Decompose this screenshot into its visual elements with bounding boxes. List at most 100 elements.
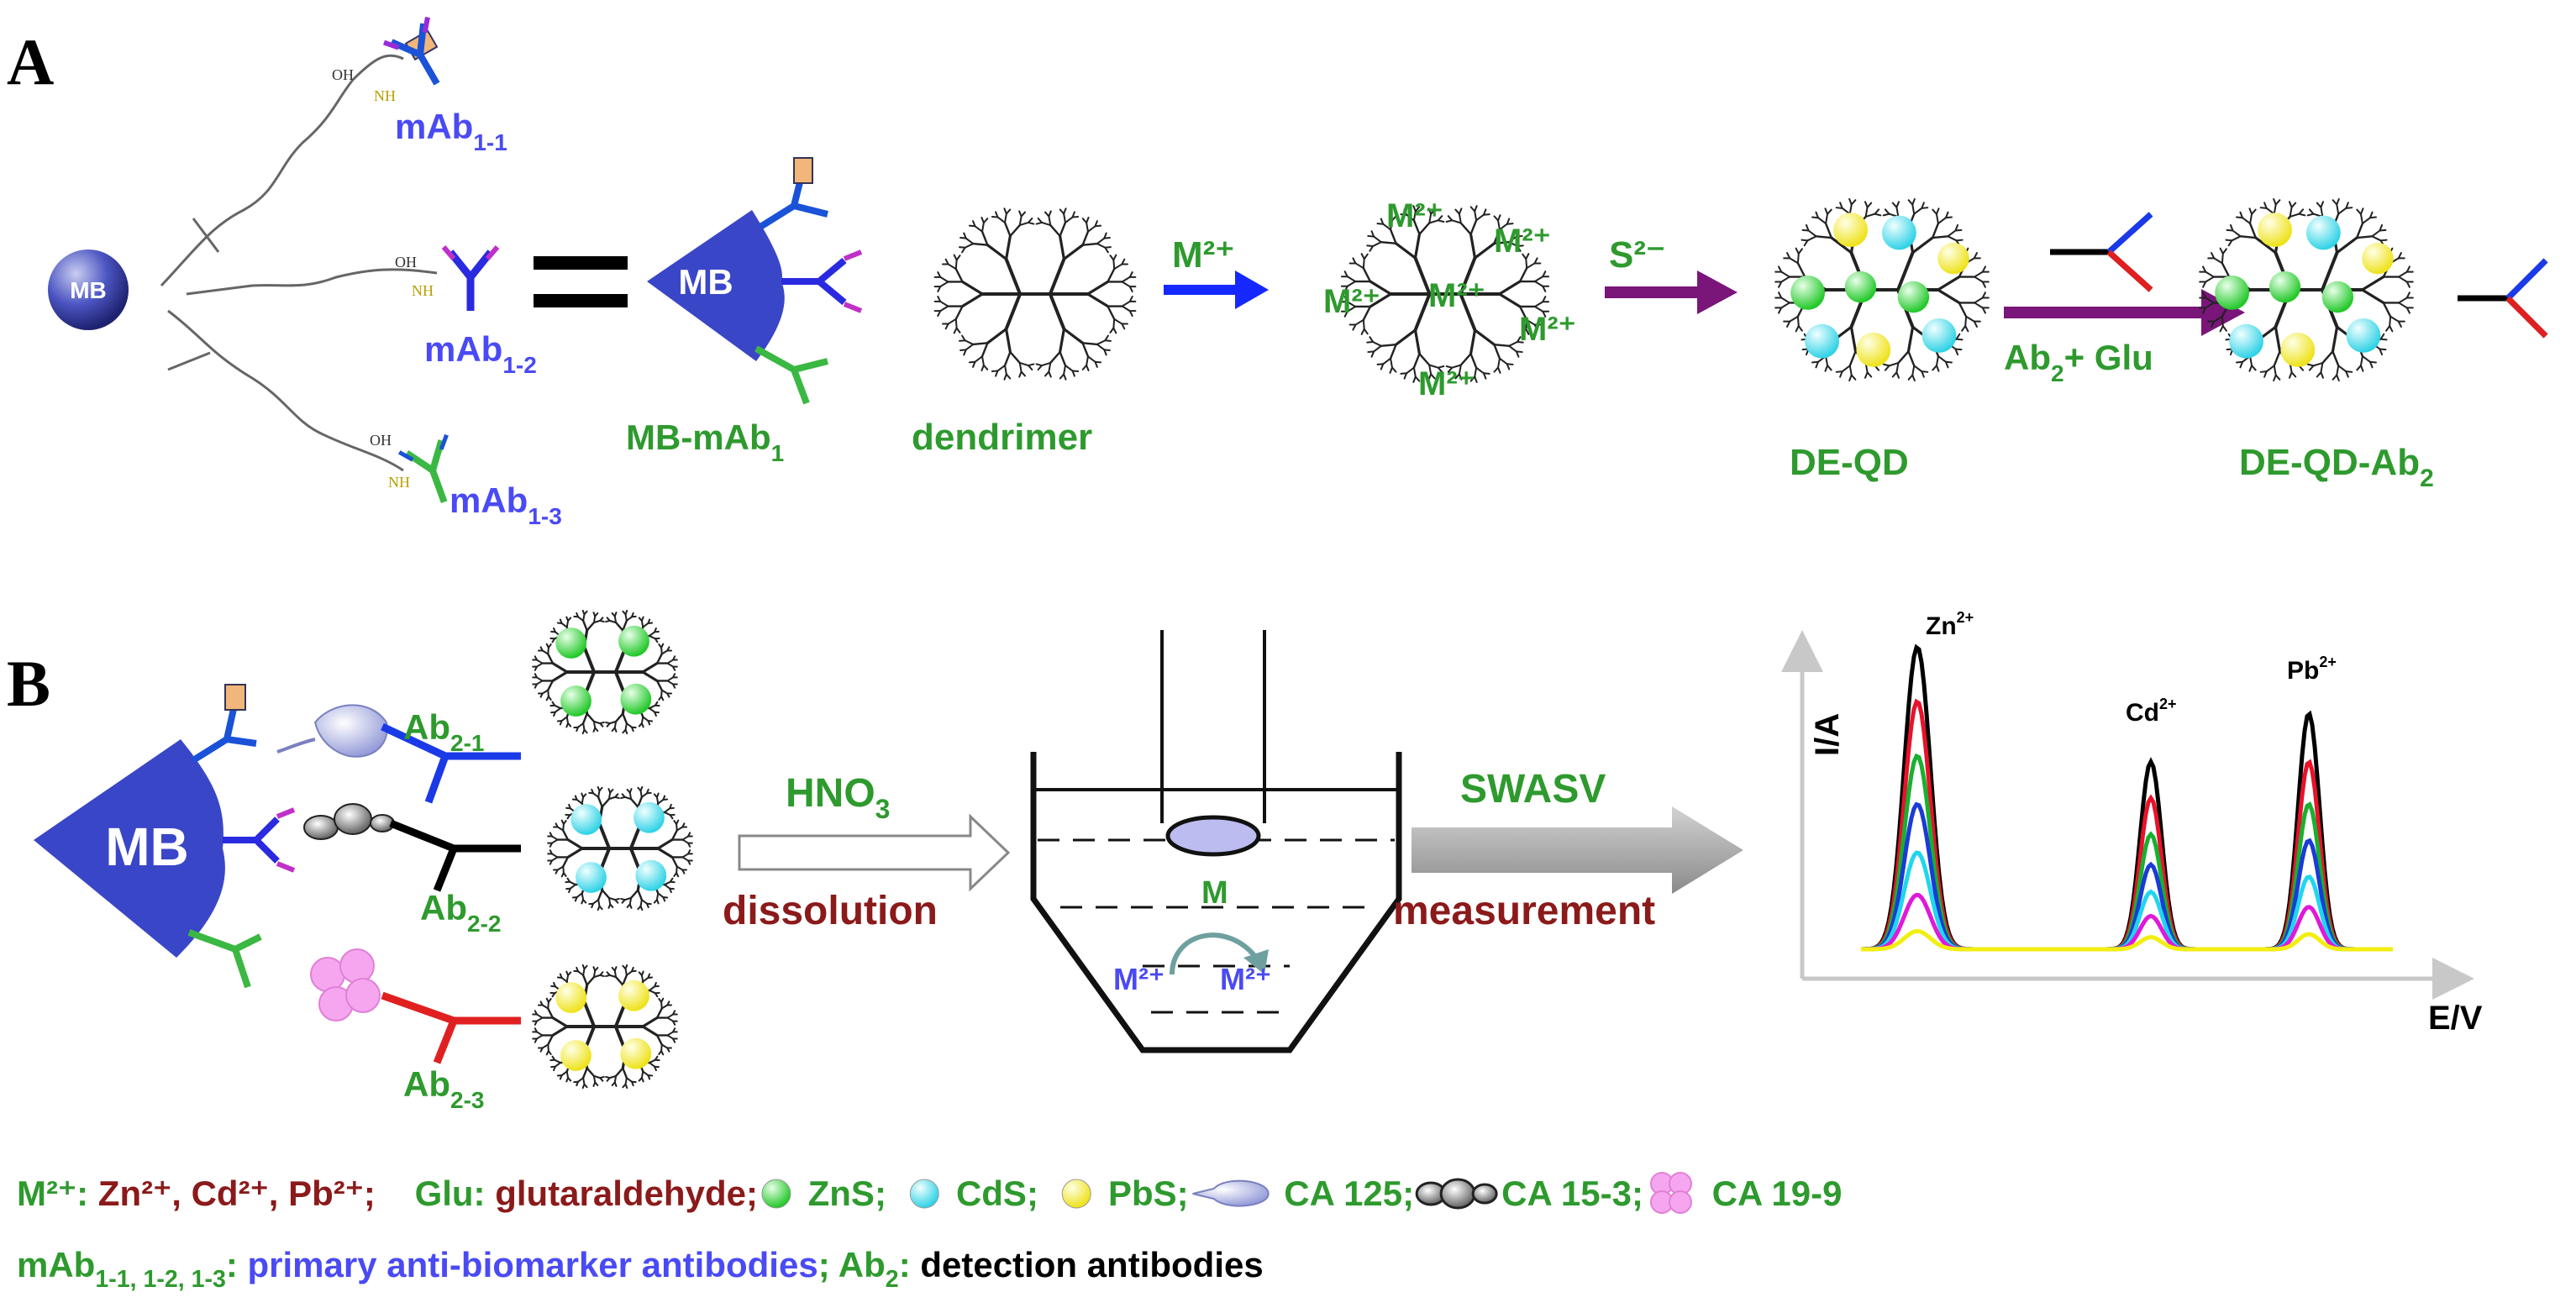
dendrimer-zns	[532, 609, 678, 735]
ca19-9-legend-icon	[1649, 1172, 1692, 1214]
mb-mab1-bead-label: MB	[678, 262, 733, 302]
legend-text-11: CA 125;	[1275, 1174, 1415, 1213]
legend-text-6: :	[899, 1245, 921, 1284]
arrow-m2plus-label: M²⁺	[1172, 234, 1235, 276]
ca125-antigen	[313, 704, 388, 758]
dendrimer-branches	[1340, 205, 1550, 383]
cds-quantum-dot	[1921, 318, 1957, 353]
legend-line-1: M²⁺: Zn²⁺, Cd²⁺, Pb²⁺; Glu: glutaraldehy…	[17, 1172, 1843, 1214]
zns-quantum-dot	[2268, 270, 2301, 303]
pbs-quantum-dot	[2280, 333, 2316, 367]
redox-arrow	[1170, 932, 1259, 975]
hno3-label: HNO3	[786, 771, 890, 824]
dendrimer-pbs	[532, 964, 678, 1090]
antibody-ab2-reagent	[2050, 212, 2153, 292]
pbs-quantum-dot	[2258, 213, 2293, 247]
magnetic-bead	[48, 249, 129, 330]
ab2-1-label: Ab2-1	[403, 707, 484, 756]
cds-quantum-dot	[2306, 215, 2341, 250]
dendrimer-qd	[1774, 197, 1990, 382]
mab-1-2-label: mAb1-2	[424, 329, 537, 378]
ab2-3-antibody	[381, 991, 521, 1064]
ion-3: M²⁺	[1323, 283, 1380, 320]
legend-text-1: 1-1, 1-2, 1-3	[95, 1266, 226, 1293]
dendrimer-label: dendrimer	[912, 417, 1092, 458]
metal-ions: M²⁺ M²⁺ M²⁺ M²⁺ M²⁺ M²⁺	[1323, 197, 1576, 402]
ion-4: M²⁺	[1428, 277, 1485, 314]
series-line-yellow	[1861, 928, 2393, 952]
zns-quantum-dot	[1790, 276, 1826, 310]
ab2-3-label: Ab2-3	[403, 1064, 484, 1113]
peak-label-zn: Zn2+	[1926, 609, 1974, 640]
pbs-quantum-dot	[1833, 213, 1869, 247]
pbs-legend-icon	[1061, 1179, 1091, 1209]
nh-label-top: NH	[374, 87, 396, 104]
dendrimer-with-ions	[1340, 205, 1550, 383]
pbs-quantum-dot	[2362, 242, 2394, 275]
arrow-s2minus	[1605, 270, 1737, 314]
legend-text-1: Zn²⁺, Cd²⁺, Pb²⁺;	[98, 1174, 376, 1213]
y-axis-label: I/A	[1809, 713, 1846, 756]
panel-label-a: A	[7, 25, 54, 98]
cds-quantum-dot	[2229, 323, 2264, 359]
cds-quantum-dot	[2346, 318, 2381, 353]
legend-text-15: CA 19-9	[1702, 1174, 1843, 1213]
ion-1: M²⁺	[1386, 197, 1443, 234]
pbs-quantum-dot	[555, 982, 587, 1013]
antibody-mab-1-2	[441, 245, 500, 311]
ion-6: M²⁺	[1418, 365, 1475, 402]
cell-m2plus-right: M²⁺	[1220, 962, 1271, 996]
redox-arrow-head	[1243, 949, 1269, 974]
zns-quantum-dot	[2321, 281, 2354, 313]
arrow-ab2-glu-label: Ab2+ Glu	[2004, 338, 2153, 386]
zns-quantum-dot	[1844, 270, 1877, 303]
mb-mab1-complex: MB	[647, 157, 863, 405]
ca125-legend-icon	[1192, 1179, 1270, 1207]
oh-label-mid: OH	[395, 254, 417, 270]
zns-quantum-dot	[618, 625, 649, 657]
mb-sandwich-label: MB	[105, 817, 189, 877]
pbs-quantum-dot	[620, 1037, 652, 1069]
pbs-quantum-dot	[1937, 242, 1969, 275]
nh-label-mid: NH	[412, 282, 434, 299]
peak-label-cd: Cd2+	[2126, 696, 2177, 727]
mb-mab1-label: MB-mAb1	[626, 418, 784, 466]
cds-legend-icon	[909, 1179, 939, 1209]
zns-quantum-dot	[560, 685, 591, 717]
swasv-label: SWASV	[1460, 767, 1606, 811]
cds-quantum-dot	[635, 859, 667, 891]
cds-quantum-dot	[570, 804, 602, 835]
zns-quantum-dot	[555, 628, 587, 659]
equals-sign	[534, 256, 628, 307]
cds-quantum-dot	[576, 862, 607, 893]
legend-text-7: CdS;	[946, 1174, 1058, 1213]
arrow-measurement	[1412, 806, 1743, 894]
peak-label-pb: Pb2+	[2287, 654, 2337, 685]
ab2-2-label: Ab2-2	[420, 888, 501, 937]
cds-quantum-dot	[1805, 323, 1840, 359]
dissolution-label: dissolution	[723, 889, 938, 933]
x-axis-label: E/V	[2428, 1000, 2483, 1037]
magnetic-bead-label: MB	[70, 277, 107, 303]
ca15-3-antigen	[303, 803, 395, 840]
dendrimer-branches	[532, 964, 678, 1090]
legend-text-13: CA 15-3;	[1501, 1174, 1643, 1213]
dendrimer-qd-ab2	[2199, 197, 2414, 382]
legend-text-7: detection antibodies	[920, 1245, 1263, 1284]
cds-quantum-dot	[633, 801, 665, 833]
arrow-s2minus-label: S²⁻	[1609, 234, 1665, 276]
legend-text-5: ZnS;	[798, 1174, 906, 1213]
nh-label-bottom: NH	[388, 474, 410, 491]
ion-5: M²⁺	[1519, 311, 1576, 348]
dendrimer-branches	[547, 785, 693, 911]
swasv-chart: I/A E/V Zn2+ Cd2+ Pb2+	[1781, 609, 2483, 1037]
dendrimer-cds	[547, 785, 693, 911]
cds-quantum-dot	[1882, 215, 1916, 250]
legend-text-4: ; Ab	[818, 1245, 886, 1284]
legend-text-9: PbS;	[1098, 1174, 1188, 1213]
zns-quantum-dot	[2215, 276, 2250, 310]
oh-label-top: OH	[332, 66, 354, 83]
dendrimer-branches	[532, 609, 678, 735]
ab2-1-antibody	[381, 722, 521, 804]
